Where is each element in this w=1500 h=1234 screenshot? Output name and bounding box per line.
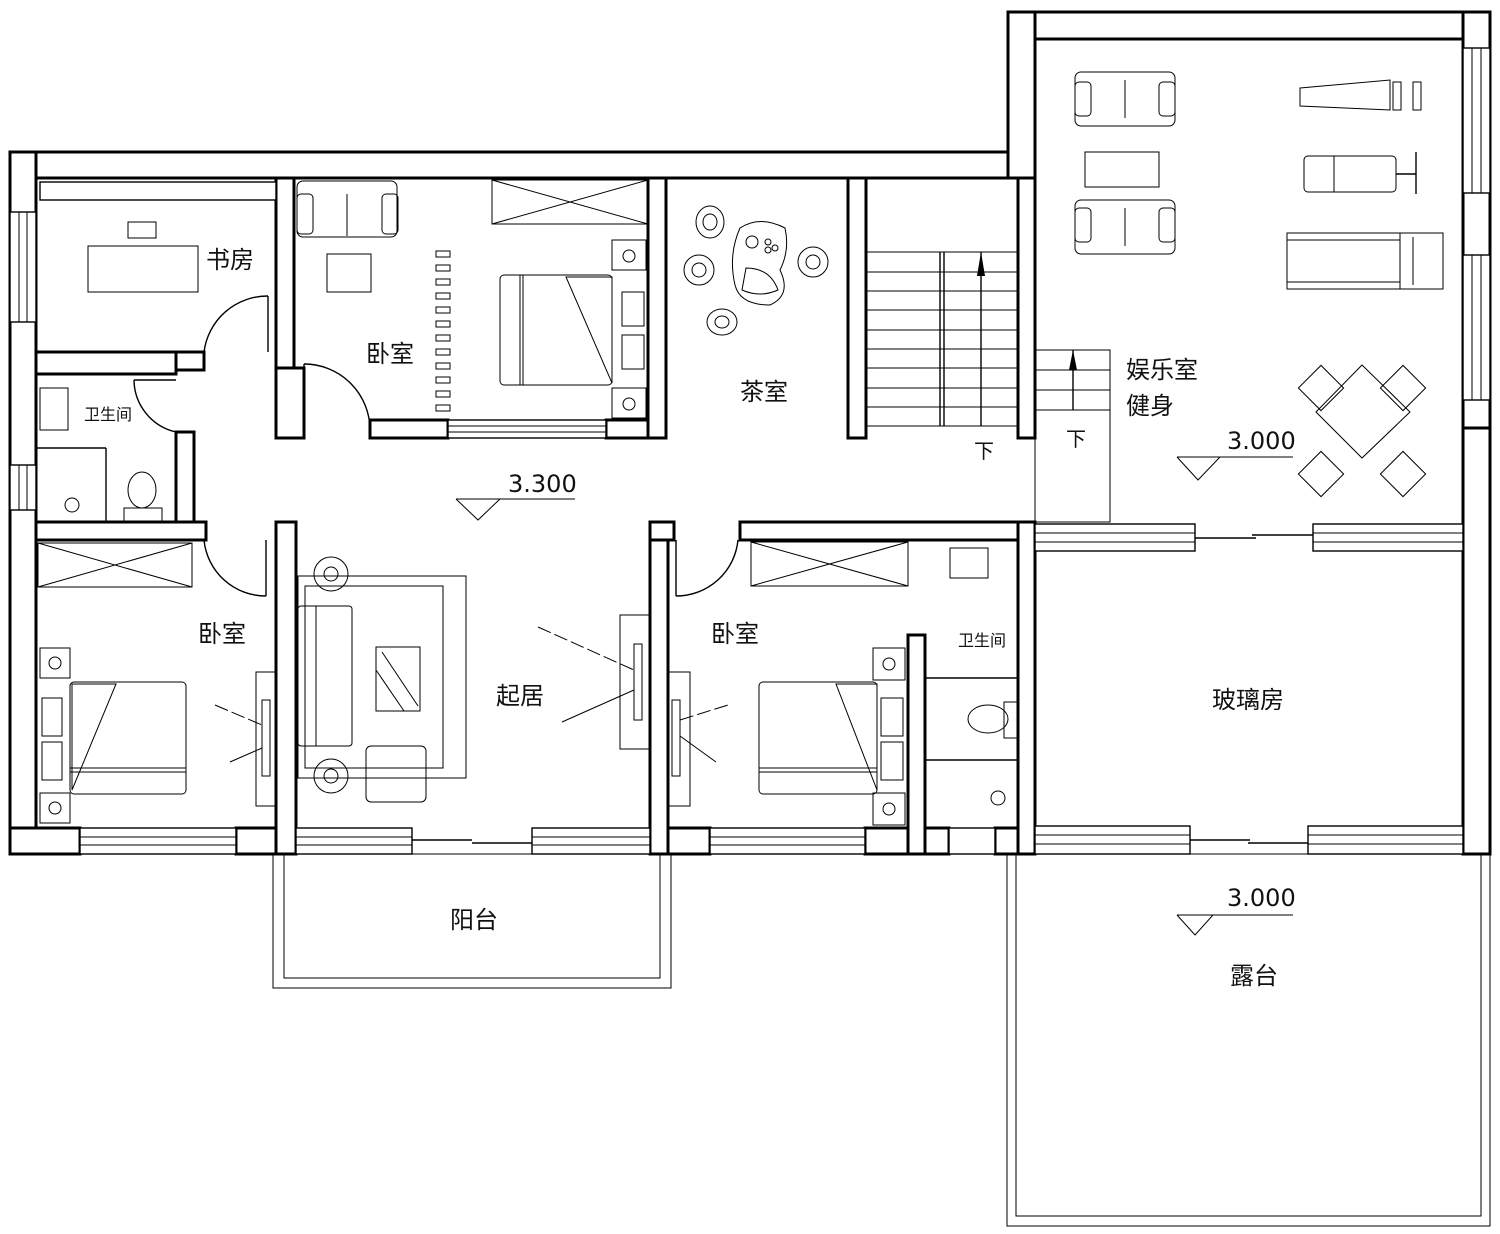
doors (133, 295, 739, 597)
elevation-marker-terrace: 3.000 (1176, 884, 1296, 936)
room-label-glass-room: 玻璃房 (1212, 686, 1284, 714)
room-label-bathroom-east: 卫生间 (958, 631, 1006, 650)
north-bedroom-furniture (296, 179, 649, 419)
windows (9, 47, 1491, 855)
room-label-bedroom-southeast: 卧室 (711, 620, 759, 648)
room-label-bathroom-west: 卫生间 (84, 405, 132, 424)
room-label-bedroom-southwest: 卧室 (198, 620, 246, 648)
room-label-gym: 健身 (1126, 392, 1174, 420)
southwest-bedroom-furniture (37, 542, 277, 824)
bathroom-west-fixtures (36, 387, 163, 523)
room-label-study: 书房 (206, 246, 254, 274)
elevation-value-terrace: 3.000 (1227, 884, 1296, 912)
tea-room-rockery (683, 205, 829, 336)
southeast-bedroom-furniture (667, 541, 909, 826)
staircase: 下 下 (865, 251, 1111, 523)
room-label-living-room: 起居 (496, 682, 544, 710)
entertainment-furniture (1074, 71, 1444, 498)
bathroom-east-fixtures (925, 547, 1019, 806)
room-label-tea-room: 茶室 (740, 378, 788, 406)
elevation-value-entertainment: 3.000 (1227, 427, 1296, 455)
terrace-outline (1006, 853, 1491, 1227)
stairs-down-label-1: 下 (974, 439, 994, 463)
room-label-balcony: 阳台 (450, 906, 498, 934)
study-desk (87, 221, 199, 293)
room-labels: 书房 卫生间 卧室 茶室 娱乐室 健身 卧室 起居 卧室 卫生间 玻璃房 阳台 … (84, 246, 1284, 990)
elevation-value-living: 3.300 (508, 470, 577, 498)
room-label-bedroom-north: 卧室 (366, 340, 414, 368)
living-room-furniture (297, 556, 651, 803)
room-label-terrace: 露台 (1230, 962, 1278, 990)
elevation-marker-living: 3.300 (455, 470, 577, 521)
elevation-marker-entertainment: 3.000 (1176, 427, 1296, 481)
stairs-down-label-2: 下 (1066, 427, 1086, 451)
balcony-outline (272, 853, 672, 989)
room-label-entertainment: 娱乐室 (1126, 356, 1198, 384)
